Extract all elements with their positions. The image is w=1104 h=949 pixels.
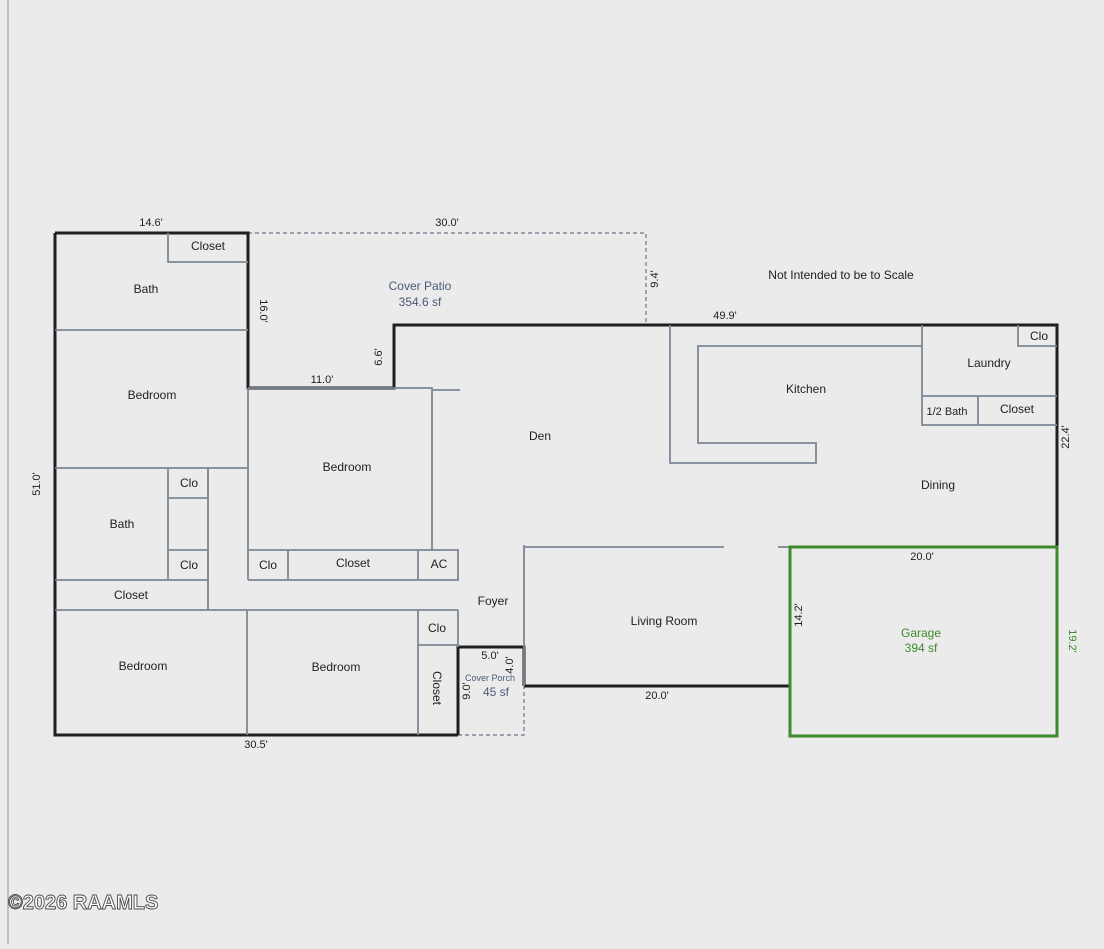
- garage-area-label: 394 sf: [905, 641, 938, 655]
- cover-patio-outline: [247, 232, 647, 388]
- dim-porch-right: 4.0': [504, 656, 516, 673]
- clo-s-label: Clo: [428, 621, 446, 635]
- dim-top-right: 49.9': [713, 310, 737, 322]
- cover-patio-label: Cover Patio: [389, 279, 452, 293]
- closet-vertical-label: Closet: [430, 671, 444, 706]
- cover-patio-area-label: 354.6 sf: [399, 295, 442, 309]
- dim-patio-left: 16.0': [257, 299, 269, 323]
- laundry-label: Laundry: [967, 356, 1010, 370]
- dim-patio-right: 9.4': [649, 270, 661, 287]
- cover-porch-outline: [458, 687, 525, 736]
- den-label: Den: [529, 429, 551, 443]
- clo-bath1-label: Clo: [180, 476, 198, 490]
- bath-top-label: Bath: [134, 282, 159, 296]
- copyright-watermark: ©2026 RAAMLS: [8, 892, 158, 914]
- dim-front: 20.0': [645, 690, 669, 702]
- dim-porch-top: 5.0': [481, 650, 498, 662]
- living-room-label: Living Room: [631, 614, 698, 628]
- interior-walls: [55, 233, 1057, 735]
- dim-porch-left: 9.0': [461, 682, 473, 699]
- dim-left: 51.0': [31, 472, 43, 496]
- dim-right: 22.4': [1060, 425, 1072, 449]
- kitchen-label: Kitchen: [786, 382, 826, 396]
- dim-patio-step: 6.6': [373, 348, 385, 365]
- ac-label: AC: [431, 557, 448, 571]
- closet-top-label: Closet: [191, 239, 226, 253]
- cover-porch-area-label: 45 sf: [483, 685, 510, 699]
- dim-garage-right: 19.2': [1066, 629, 1078, 653]
- clo-center-label: Clo: [259, 558, 277, 572]
- bedroom-s-label: Bedroom: [312, 660, 361, 674]
- scale-note: Not Intended to be to Scale: [768, 268, 914, 282]
- dining-label: Dining: [921, 478, 955, 492]
- clo-laundry-label: Clo: [1030, 329, 1048, 343]
- dim-top-left: 14.6': [139, 217, 163, 229]
- bedroom-sw-label: Bedroom: [119, 659, 168, 673]
- bedroom-nw-label: Bedroom: [128, 388, 177, 402]
- clo-bath2-label: Clo: [180, 558, 198, 572]
- bath-mid-label: Bath: [110, 517, 135, 531]
- bedroom-center-label: Bedroom: [323, 460, 372, 474]
- dim-bottom: 30.5': [244, 739, 268, 751]
- closet-center-label: Closet: [336, 556, 371, 570]
- closet-laundry-label: Closet: [1000, 402, 1035, 416]
- foyer-label: Foyer: [478, 594, 509, 608]
- exterior-wall: [53, 231, 1059, 737]
- garage-outline: [788, 545, 1059, 738]
- cover-porch-label: Cover Porch: [465, 673, 515, 683]
- dim-patio-top: 30.0': [435, 217, 459, 229]
- closet-left-label: Closet: [114, 588, 149, 602]
- dim-garage-left: 14.2': [793, 603, 805, 627]
- dim-patio-bottom: 11.0': [311, 374, 334, 386]
- half-bath-label: 1/2 Bath: [927, 406, 968, 418]
- dim-garage-top: 20.0': [910, 551, 934, 563]
- garage-label: Garage: [901, 626, 941, 640]
